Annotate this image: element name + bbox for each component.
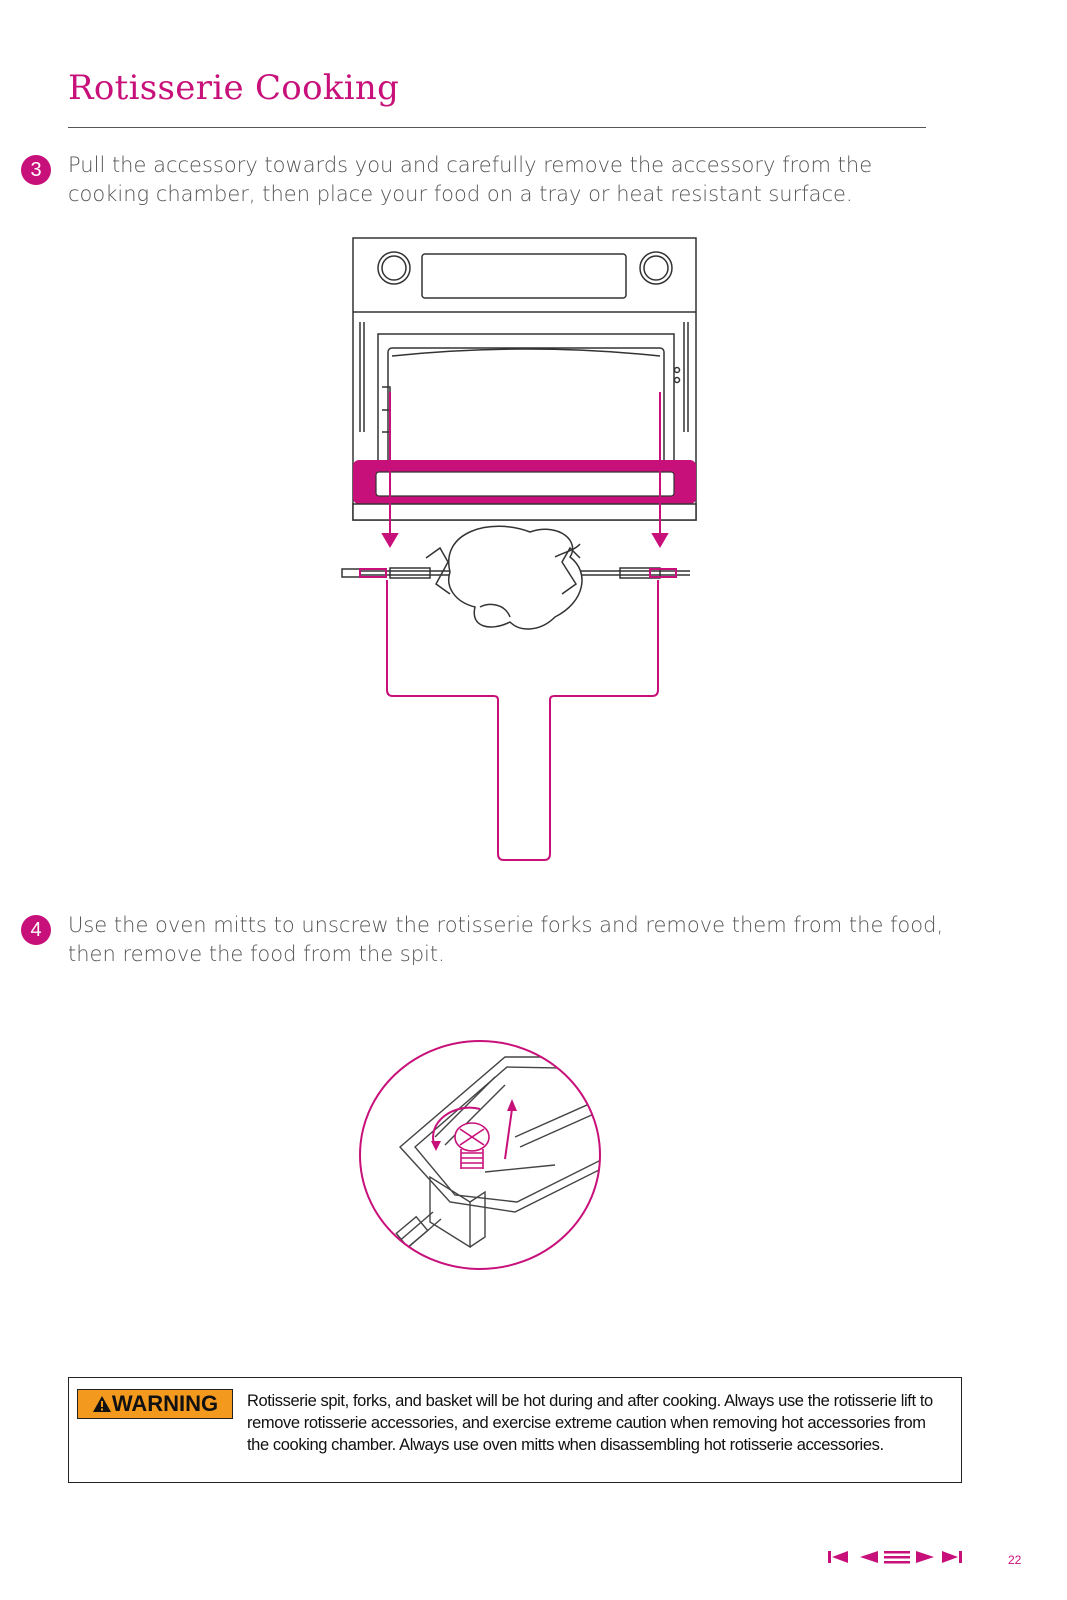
warning-label: WARNING	[77, 1389, 233, 1419]
step-4-badge: 4	[21, 915, 51, 945]
unscrew-fork-illustration	[359, 1040, 601, 1270]
page-number: 22	[1008, 1553, 1022, 1567]
warning-box: WARNING Rotisserie spit, forks, and bask…	[68, 1377, 962, 1483]
previous-page-icon[interactable]	[858, 1546, 880, 1572]
warning-triangle-icon	[92, 1392, 112, 1420]
step-4-text: Use the oven mitts to unscrew the rotiss…	[68, 913, 944, 966]
step-3-text: Pull the accessory towards you and caref…	[68, 153, 873, 206]
warning-label-text: WARNING	[111, 1391, 219, 1416]
first-page-icon[interactable]	[826, 1546, 850, 1572]
next-page-icon[interactable]	[914, 1546, 936, 1572]
contents-menu-icon[interactable]	[882, 1546, 912, 1572]
last-page-icon[interactable]	[940, 1546, 964, 1572]
step-3-badge: 3	[21, 155, 51, 185]
warning-text: Rotisserie spit, forks, and basket will …	[247, 1392, 933, 1454]
title-divider	[68, 127, 926, 128]
page-title: Rotisserie Cooking	[68, 68, 400, 108]
oven-rotisserie-illustration	[341, 237, 697, 861]
